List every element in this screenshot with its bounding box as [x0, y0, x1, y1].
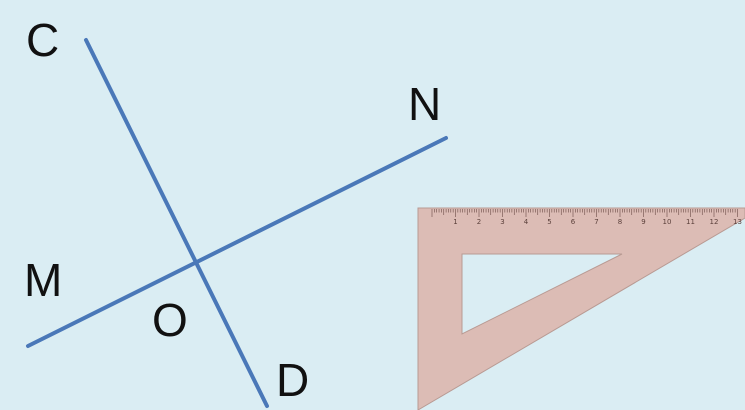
ruler-scale-number: 13 [733, 218, 742, 226]
ruler-scale-number: 5 [547, 218, 551, 226]
label-o: O [152, 294, 188, 346]
ruler-scale-number: 8 [618, 218, 622, 226]
ruler-scale-number: 3 [500, 218, 504, 226]
label-c: C [26, 14, 59, 66]
line-cd [84, 38, 269, 408]
ruler-scale-number: 6 [571, 218, 576, 226]
line-mn [26, 136, 448, 348]
label-n: N [408, 78, 441, 130]
ruler-scale-number: 9 [641, 218, 645, 226]
label-d: D [276, 354, 309, 406]
ruler-scale-number: 2 [477, 218, 481, 226]
ruler-scale-number: 11 [686, 218, 695, 226]
set-square-body [417, 207, 745, 410]
ruler-scale-number: 1 [453, 218, 457, 226]
ruler-scale-number: 4 [524, 218, 529, 226]
ruler-ticks [431, 209, 738, 217]
ruler-scale-number: 10 [663, 218, 672, 226]
label-m: M [24, 254, 62, 306]
ruler-scale-number: 12 [710, 218, 719, 226]
ruler-scale-number: 7 [594, 218, 598, 226]
